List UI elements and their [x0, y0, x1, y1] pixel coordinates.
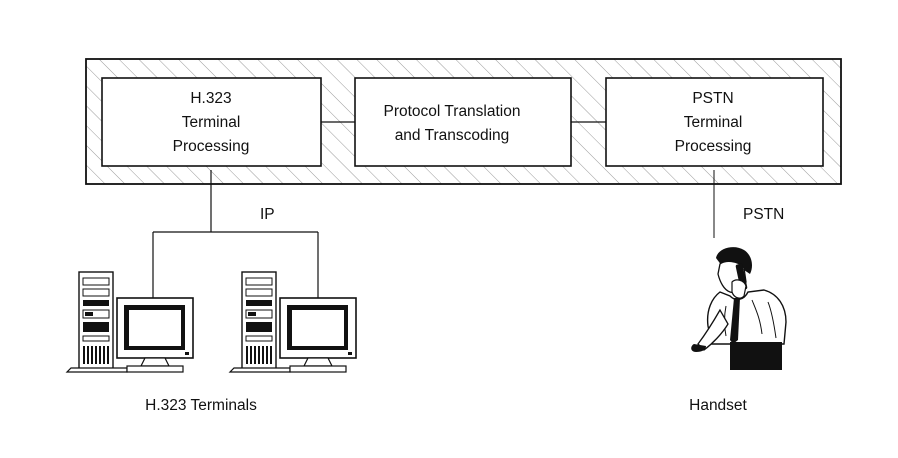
computer-terminal-icon: [65, 271, 194, 373]
h323-block-line-2: Terminal: [182, 114, 241, 131]
translation-block-line-2: and Transcoding: [395, 127, 510, 144]
terminals-caption: H.323 Terminals: [145, 397, 257, 414]
pstn-terminal-processing-block: PSTN Terminal Processing: [605, 77, 824, 167]
handset-caption: Handset: [689, 397, 747, 414]
computer-terminal-icon: [228, 271, 357, 373]
h323-block-line-1: H.323: [190, 90, 231, 107]
pstn-link-label: PSTN: [743, 206, 784, 223]
translation-block-line-1: Protocol Translation: [384, 103, 521, 120]
ip-link-label: IP: [260, 206, 275, 223]
pstn-block-line-2: Terminal: [684, 114, 743, 131]
pstn-block-line-3: Processing: [675, 138, 752, 155]
person-on-phone-icon: [691, 247, 787, 370]
h323-block-line-3: Processing: [173, 138, 250, 155]
h323-terminal-processing-block: H.323 Terminal Processing: [101, 77, 322, 167]
protocol-translation-block: Protocol Translation and Transcoding: [354, 77, 572, 167]
pstn-block-line-1: PSTN: [692, 90, 733, 107]
ip-network-wiring: [152, 170, 319, 298]
